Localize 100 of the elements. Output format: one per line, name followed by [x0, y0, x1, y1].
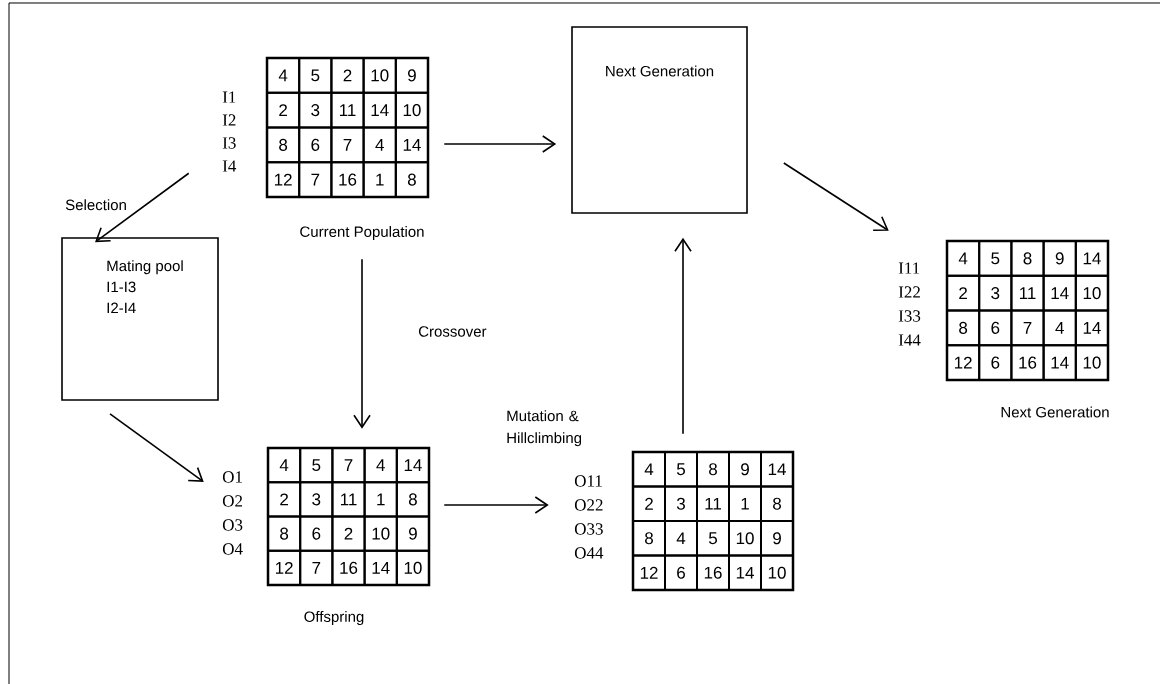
grid-cell: 12 — [632, 554, 666, 591]
grid-cell: 10 — [728, 520, 762, 557]
grid-cell: 8 — [696, 451, 730, 488]
grid-cell: 10 — [395, 549, 430, 586]
grid-cell: 6 — [978, 309, 1013, 347]
grid-cell: 1 — [728, 485, 762, 522]
grid-cell: 14 — [1074, 309, 1109, 347]
grid-cell: 4 — [267, 447, 302, 484]
row-label: O3 — [222, 519, 243, 531]
process-box: Next Generation — [571, 26, 748, 214]
grid-cell: 16 — [330, 161, 365, 198]
grid-caption: Offspring — [304, 611, 364, 625]
row-label: I4 — [222, 160, 237, 172]
grid-cell: 6 — [664, 554, 698, 591]
grid-cell: 5 — [299, 447, 334, 484]
grid-cell: 10 — [1074, 274, 1109, 312]
edge-label: Mutation & Hillclimbing — [507, 410, 582, 447]
grid-caption: Next Generation — [1001, 406, 1109, 418]
row-label: I33 — [898, 310, 921, 322]
arrow — [674, 237, 692, 435]
grid-cell: 14 — [760, 451, 794, 488]
grid-cell: 8 — [266, 126, 301, 164]
grid-cell: 14 — [1042, 344, 1077, 381]
grid-cell: 11 — [331, 481, 366, 518]
grid-cell: 5 — [696, 520, 730, 557]
grid-cell: 14 — [1042, 274, 1077, 312]
row-label: I1 — [222, 91, 236, 103]
arrow — [109, 413, 204, 482]
arrow — [95, 172, 190, 243]
grid-cell: 12 — [946, 344, 981, 381]
grid-cell: 2 — [331, 515, 366, 552]
grid-cell: 7 — [331, 447, 366, 484]
grid-cell: 8 — [395, 481, 430, 518]
grid-cell: 10 — [394, 91, 429, 129]
grid-cell: 8 — [1010, 240, 1045, 277]
grid-cell: 7 — [330, 126, 365, 164]
grid-cell: 10 — [362, 57, 397, 94]
grid-cell: 4 — [362, 126, 397, 164]
grid-cell: 9 — [395, 515, 430, 552]
grid-cell: 14 — [363, 549, 398, 586]
grid-cell: 8 — [760, 485, 794, 522]
grid-cell: 2 — [267, 481, 302, 518]
arrow — [783, 162, 889, 231]
row-label: O33 — [574, 523, 603, 535]
grid-caption: Current Population — [300, 226, 424, 240]
row-label: I2 — [222, 114, 236, 126]
grid-cell: 5 — [978, 240, 1013, 277]
row-label: I11 — [898, 262, 920, 274]
grid-cell: 14 — [395, 447, 430, 484]
grid-cell: 16 — [696, 554, 730, 591]
grid-cell: 3 — [978, 274, 1013, 312]
grid-cell: 10 — [363, 515, 398, 552]
row-label: I22 — [898, 286, 920, 298]
grid-cell: 7 — [298, 161, 333, 198]
edge-label: Crossover — [418, 326, 487, 337]
grid-cell: 10 — [760, 554, 794, 591]
grid-cell: 4 — [664, 520, 698, 557]
grid-cell: 16 — [331, 549, 366, 586]
row-label: O1 — [222, 471, 242, 483]
grid-cell: 3 — [299, 481, 334, 518]
grid-cell: 8 — [946, 309, 981, 347]
grid-cell: 8 — [267, 515, 302, 552]
row-label: O11 — [574, 475, 602, 487]
grid-cell: 6 — [298, 126, 333, 164]
grid-cell: 7 — [299, 549, 334, 586]
grid-cell: 7 — [1010, 309, 1045, 347]
grid-cell: 11 — [1010, 274, 1045, 312]
grid-cell: 5 — [298, 57, 333, 94]
grid-cell: 14 — [1074, 240, 1109, 277]
grid-cell: 4 — [946, 240, 981, 277]
grid-cell: 1 — [363, 481, 398, 518]
arrow — [443, 496, 549, 514]
process-box: Mating pool I1-I3 I2-I4 — [61, 237, 219, 401]
grid-cell: 11 — [330, 91, 365, 129]
grid-cell: 9 — [394, 57, 429, 94]
grid-cell: 8 — [632, 520, 666, 557]
row-label: O22 — [574, 499, 603, 511]
grid-cell: 8 — [394, 161, 429, 198]
grid-cell: 14 — [394, 126, 429, 164]
row-label: O4 — [222, 543, 243, 555]
grid-cell: 10 — [1074, 344, 1109, 381]
grid-cell: 12 — [266, 161, 301, 198]
grid-cell: 2 — [330, 57, 365, 94]
row-label: I3 — [222, 137, 236, 149]
row-label: O44 — [574, 547, 604, 559]
arrow — [443, 135, 557, 153]
grid-cell: 4 — [266, 57, 301, 94]
grid-cell: 6 — [299, 515, 334, 552]
grid-cell: 3 — [298, 91, 333, 129]
grid-cell: 2 — [946, 274, 981, 312]
edge-label: Selection — [65, 199, 126, 211]
grid-cell: 5 — [664, 451, 698, 488]
row-label: O2 — [222, 495, 243, 507]
grid-cell: 3 — [664, 485, 698, 522]
grid-cell: 4 — [363, 447, 398, 484]
grid-cell: 1 — [362, 161, 397, 198]
grid-cell: 11 — [696, 485, 730, 522]
grid-cell: 2 — [266, 91, 301, 129]
grid-cell: 12 — [267, 549, 302, 586]
grid-cell: 14 — [728, 554, 762, 591]
